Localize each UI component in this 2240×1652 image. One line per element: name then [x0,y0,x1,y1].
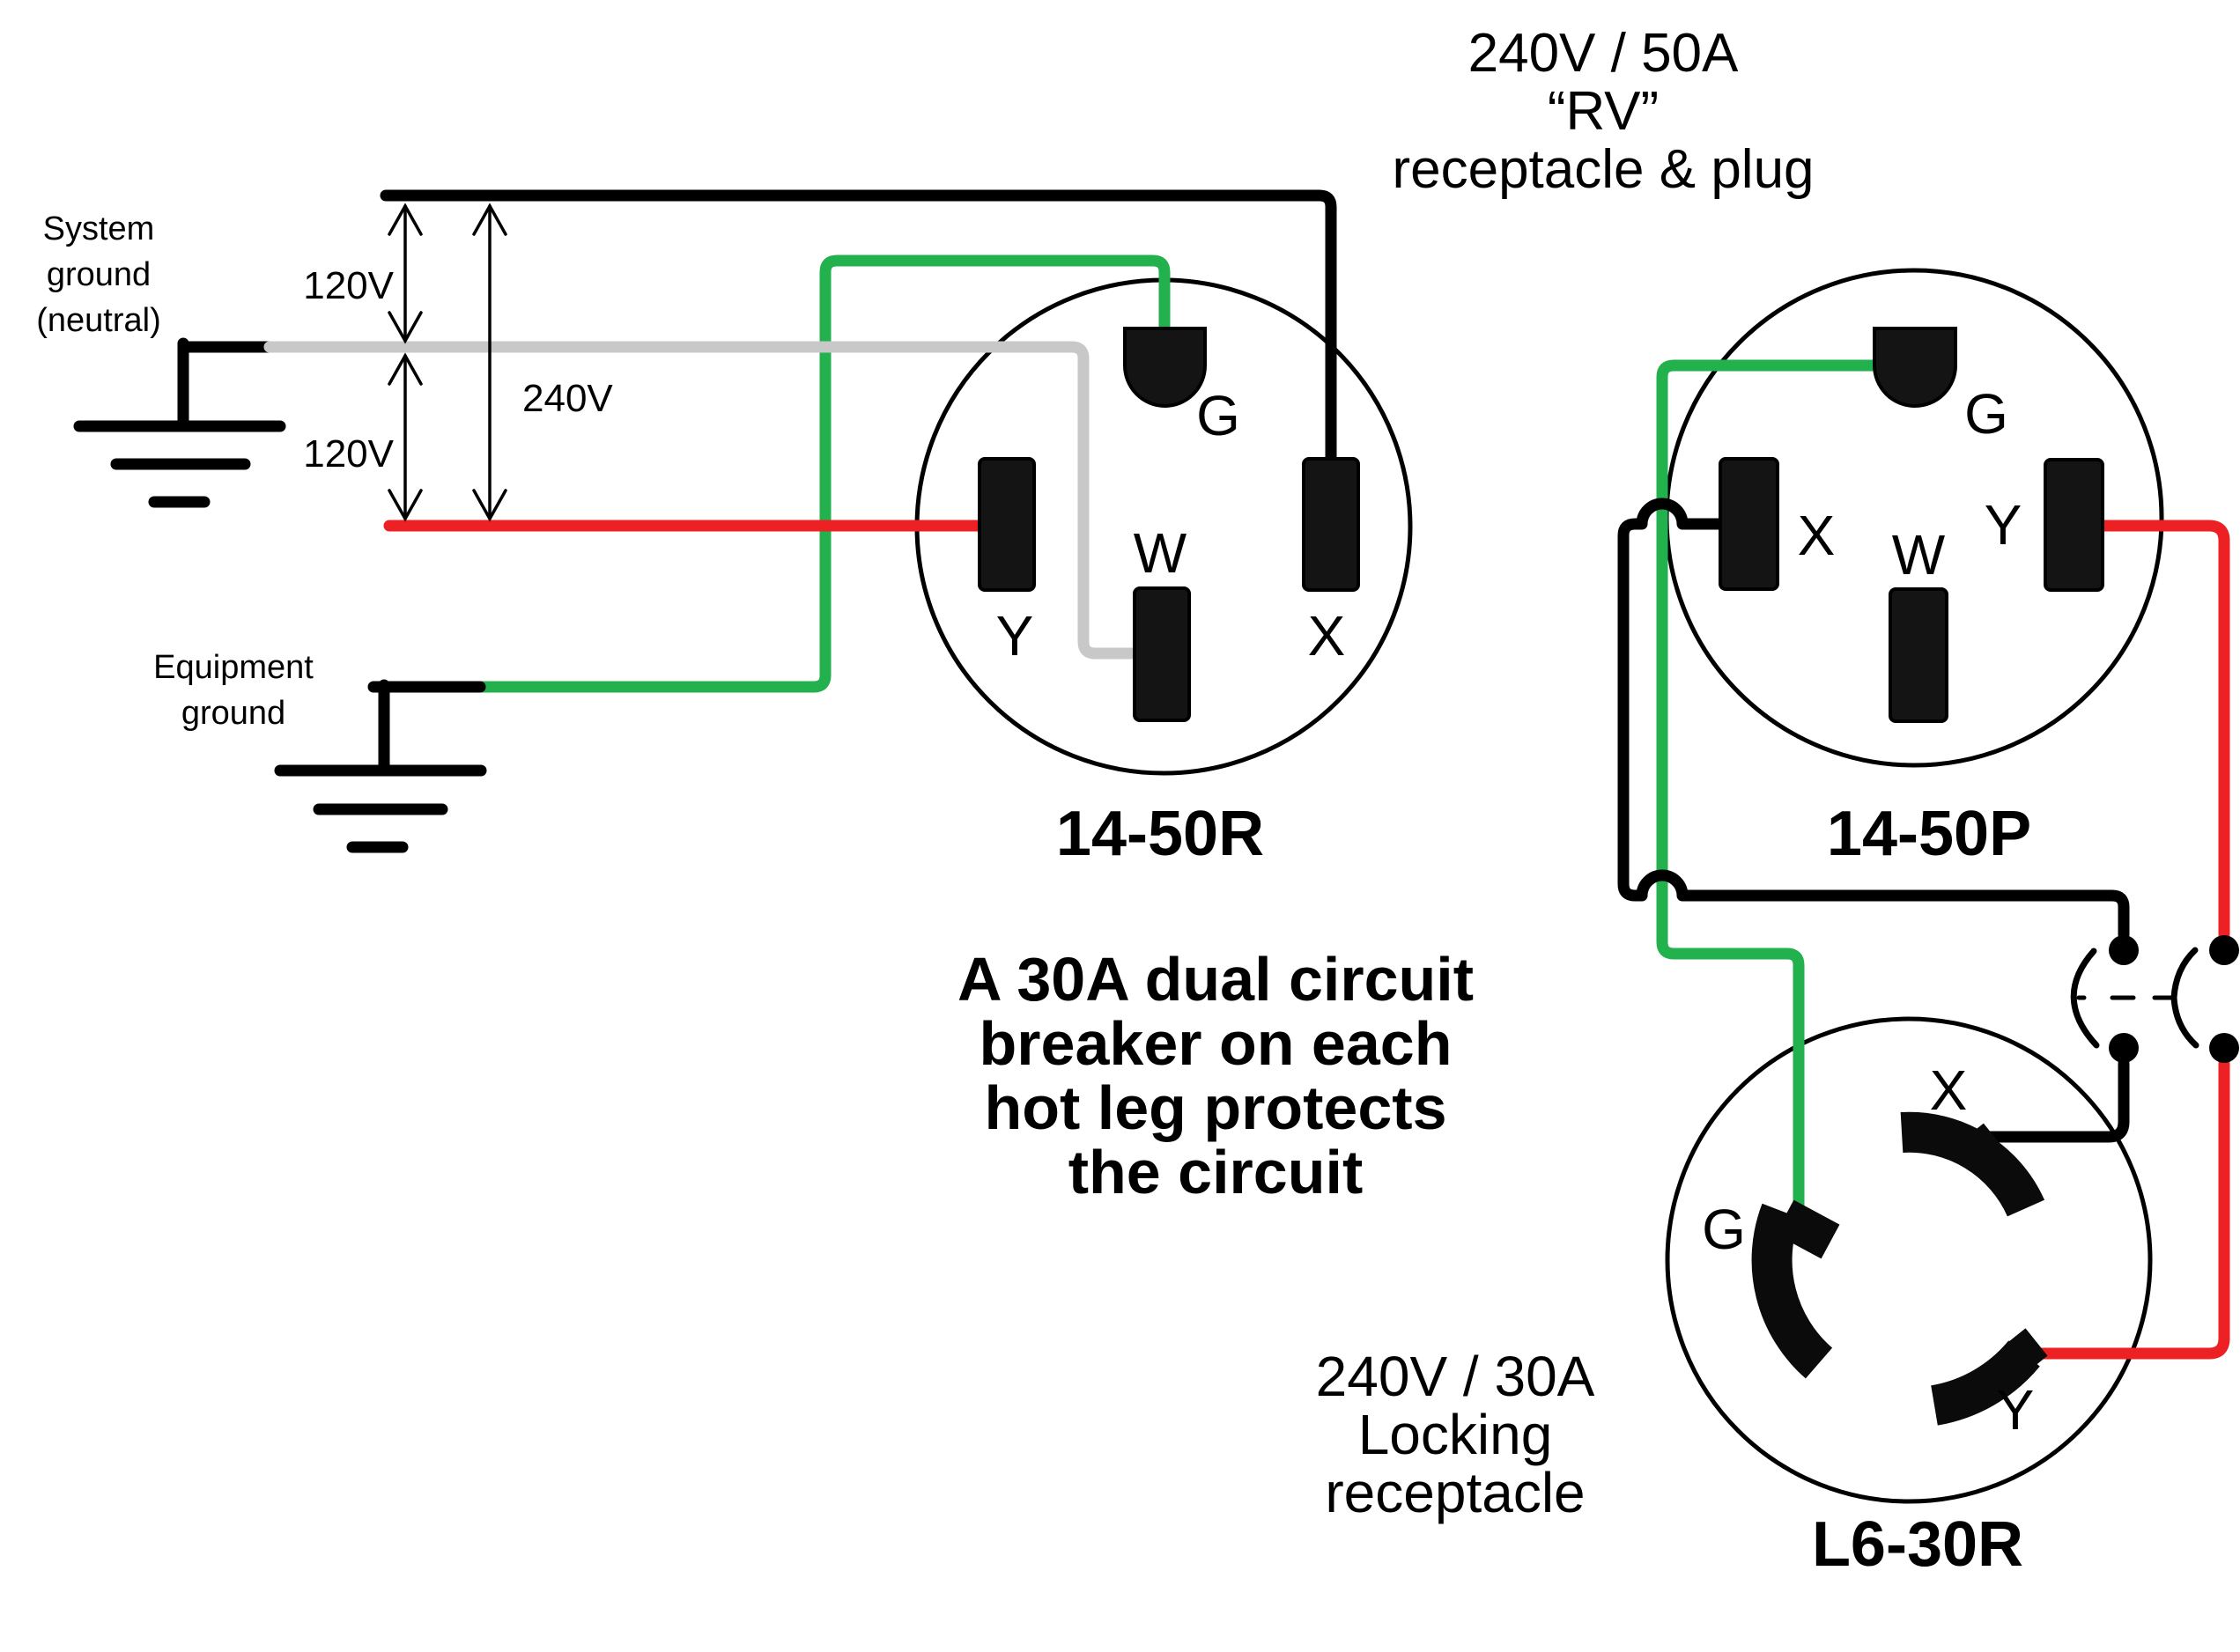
prong-x [1302,457,1360,592]
locking-receptacle-l6-30r-circle [1665,1016,2153,1504]
pin-label-14-50p-y: Y [1984,493,2022,557]
ground-wire-equipment-run [469,254,1171,693]
prong-x-hook [1961,1123,2007,1170]
pin-label-14-50p-w: W [1891,523,1946,586]
black-hot-wire-top [380,189,1337,468]
voltage-arrows [388,203,507,522]
equipment-ground-symbol [274,679,487,853]
prong-y-hook [2007,1328,2048,1370]
pin-label-14-50r-w: W [1133,521,1187,585]
locking-l6-30r-prongs [1751,1111,2048,1426]
prong-w [1133,586,1191,722]
pin-label-14-50p-x: X [1797,504,1836,567]
system-ground-label: System ground (neutral) [36,210,161,339]
voltage-240v-label: 240V [522,377,613,420]
prong-w [1889,587,1948,723]
prong-y [2044,458,2104,592]
prong-g [1751,1203,1833,1379]
pin-label-14-50r-y: Y [995,604,1034,667]
connector-name-l6-30r: L6-30R [1811,1509,2024,1580]
diagram-title: 240V / 50A “RV” receptacle & plug [1392,25,1814,199]
system-ground-symbol [73,337,286,508]
prong-g [1123,327,1207,408]
pin-label-l6-30r-x: X [1929,1058,1968,1122]
connector-name-14-50r: 14-50R [1055,799,1265,869]
pin-label-14-50r-g: G [1196,384,1240,447]
voltage-120v-lower-label: 120V [303,432,394,476]
voltage-120v-upper-label: 120V [303,264,394,307]
equipment-ground-label: Equipment ground [153,649,314,732]
ground-wire-plug-to-locking-run [1656,359,1881,1232]
connector-name-14-50p: 14-50P [1826,799,2032,869]
title-line-3: receptacle & plug [1392,139,1815,200]
receptacle-14-50r-prongs [978,327,1360,722]
black-hot-wire-plug-run [1617,498,2130,1143]
breaker-switch-symbol [2070,935,2239,1063]
prong-y [1930,1339,2040,1426]
pin-label-14-50p-g: G [1964,382,2008,446]
pin-label-l6-30r-y: Y [1996,1378,2035,1442]
prong-y [978,457,1036,592]
pin-label-l6-30r-g: G [1702,1198,1746,1261]
pin-label-14-50r-x: X [1307,604,1346,667]
title-line-2: “RV” [1547,81,1660,142]
prong-g [1873,327,1957,408]
breaker-note: A 30A dual circuit breaker on each hot l… [957,945,1475,1206]
neutral-wire [263,341,1138,660]
title-line-1: 240V / 50A [1467,23,1739,84]
plug-14-50p-prongs [1719,327,2104,723]
locking-receptacle-label: 240V / 30A Locking receptacle [1315,1345,1595,1524]
red-hot-wire-plug-run [2011,520,2230,1360]
prong-x [1719,457,1779,591]
prong-g-hook [1775,1199,1840,1259]
